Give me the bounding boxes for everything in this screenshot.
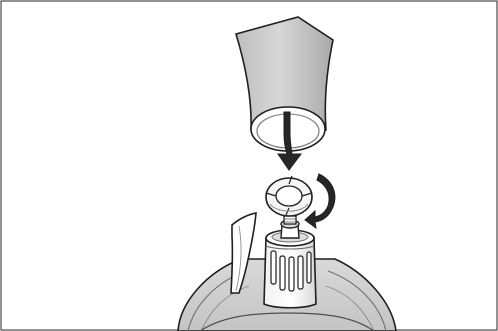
ring-nut-inner bbox=[276, 186, 302, 206]
post-slot-5 bbox=[307, 252, 311, 283]
post-slot-4 bbox=[298, 256, 303, 289]
spindle-tip bbox=[284, 216, 296, 224]
post-slot-2 bbox=[280, 256, 285, 290]
post-slot-3 bbox=[289, 257, 294, 291]
post-slot-1 bbox=[271, 251, 276, 284]
